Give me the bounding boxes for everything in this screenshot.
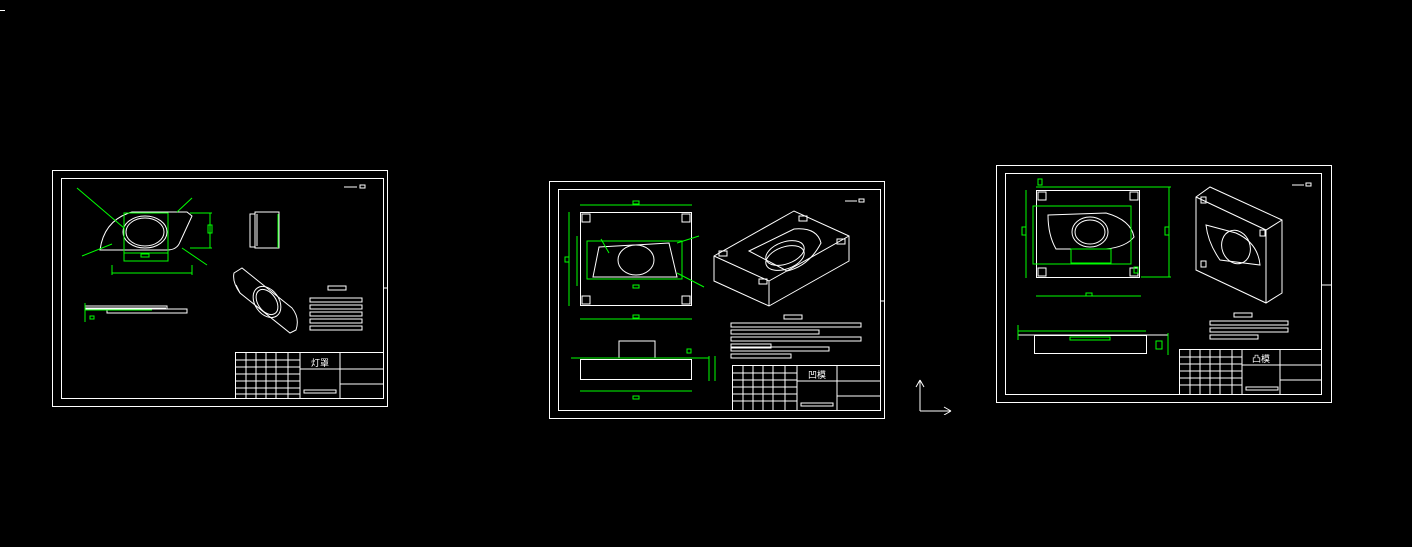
- sheet-1-graphics: 灯罩: [52, 170, 388, 407]
- sheet-3-title: 凸模: [1252, 354, 1270, 365]
- sheet-2-title: 凹模: [808, 370, 826, 381]
- ucs-icon: [912, 375, 956, 415]
- drawing-sheet-1[interactable]: 灯罩: [52, 170, 389, 408]
- crosshair-fragment: [0, 10, 5, 11]
- drawing-sheet-3[interactable]: 凸模: [996, 165, 1333, 404]
- drawing-sheet-2[interactable]: 凹模: [549, 181, 886, 420]
- sheet-2-graphics: 凹模: [549, 181, 885, 419]
- sheet-1-title: 灯罩: [311, 358, 329, 369]
- sheet-3-graphics: 凸模: [996, 165, 1332, 403]
